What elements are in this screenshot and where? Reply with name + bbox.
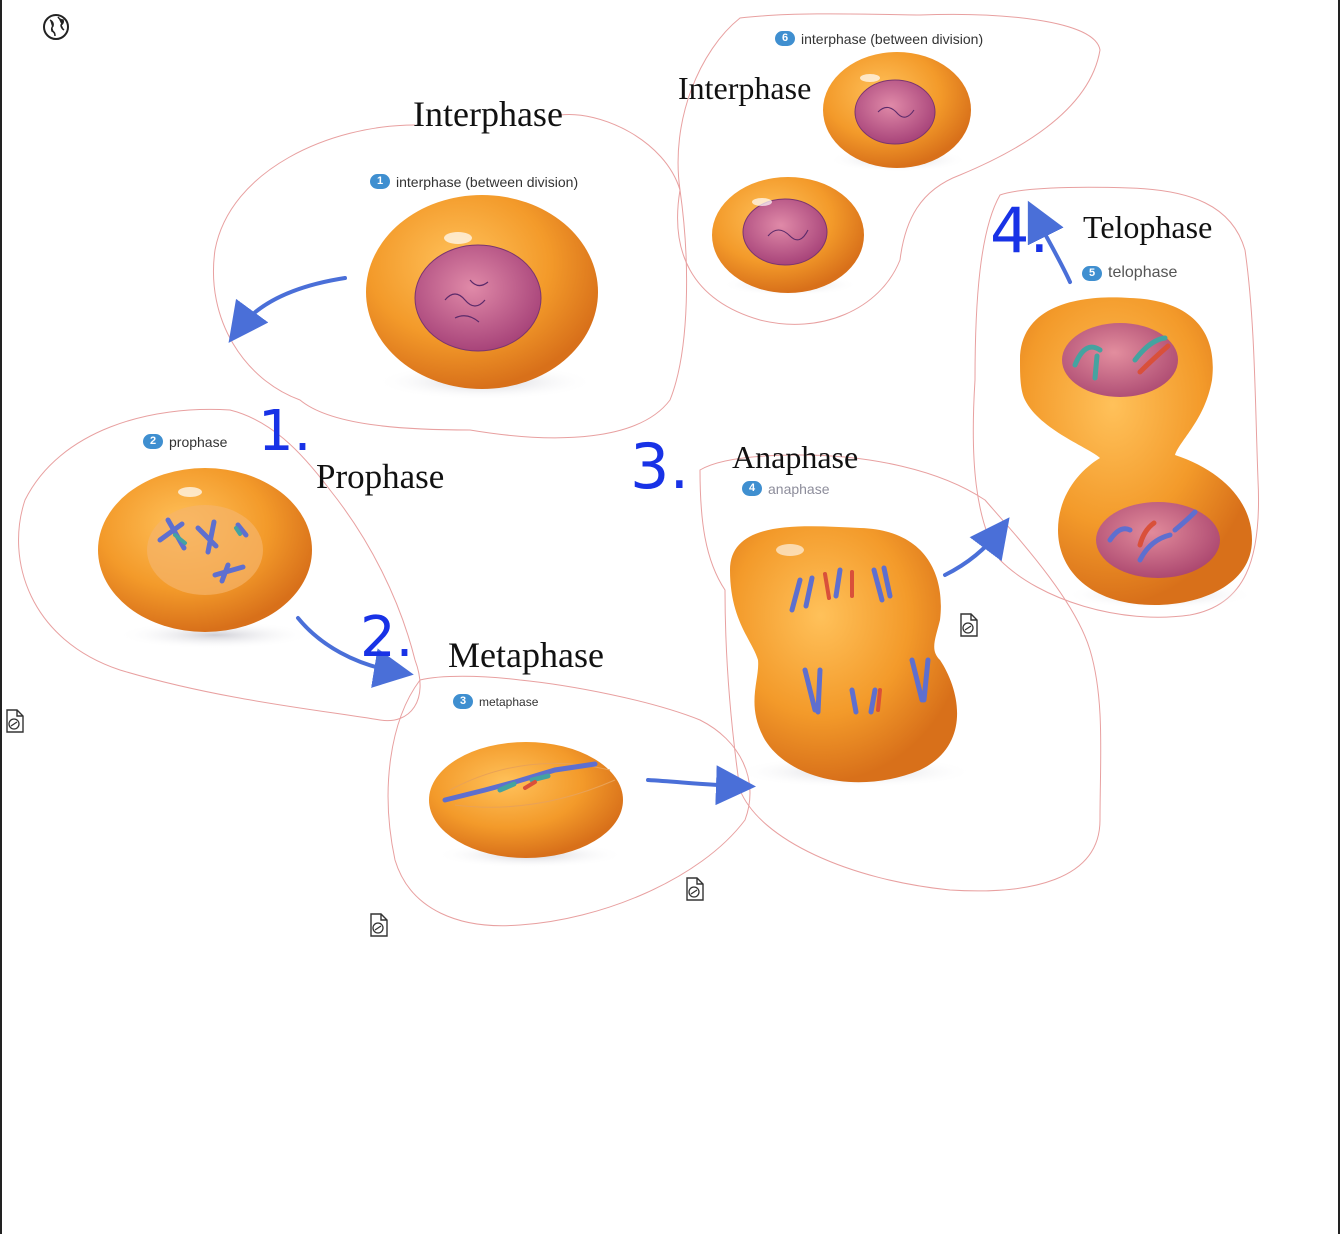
caption-text: interphase (between division) <box>396 175 578 189</box>
caption-interphase-daughters: 6 interphase (between division) <box>775 31 983 46</box>
interphase-cell <box>366 195 598 400</box>
arrow-interphase-to-prophase <box>238 278 345 330</box>
step-number-badge: 5 <box>1082 266 1102 281</box>
step-number-badge: 4 <box>742 481 762 496</box>
caption-text: prophase <box>169 435 227 449</box>
caption-text: anaphase <box>768 482 830 496</box>
step-number-badge: 3 <box>453 694 473 709</box>
interphase-daughter-cell-bottom <box>712 177 864 296</box>
arrow-metaphase-to-anaphase <box>648 780 740 786</box>
telophase-cell <box>1020 297 1255 609</box>
document-icon[interactable] <box>958 612 980 638</box>
caption-text: telophase <box>1108 265 1177 281</box>
caption-telophase: 5 telophase <box>1082 265 1177 281</box>
handwritten-number-anaphase: 3. <box>630 436 689 498</box>
step-number-badge: 1 <box>370 174 390 189</box>
caption-metaphase: 3 metaphase <box>453 694 538 709</box>
metaphase-cell <box>429 742 625 868</box>
globe-icon[interactable] <box>42 13 70 41</box>
handwritten-number-telophase: 4. <box>990 200 1049 262</box>
interphase-daughter-cell-top <box>823 52 971 172</box>
caption-text: metaphase <box>479 696 538 708</box>
label-prophase: Prophase <box>316 459 444 494</box>
caption-prophase: 2 prophase <box>143 434 227 449</box>
prophase-cell <box>98 468 313 649</box>
document-icon[interactable] <box>684 876 706 902</box>
label-telophase: Telophase <box>1083 211 1212 243</box>
label-anaphase: Anaphase <box>732 441 858 473</box>
caption-anaphase: 4 anaphase <box>742 481 830 496</box>
handwritten-number-prophase: 1. <box>258 404 311 460</box>
label-interphase-main: Interphase <box>413 96 563 132</box>
document-icon[interactable] <box>4 708 26 734</box>
arrow-anaphase-to-telophase <box>945 530 1000 575</box>
label-metaphase: Metaphase <box>448 637 604 673</box>
caption-interphase-main: 1 interphase (between division) <box>370 174 578 189</box>
step-number-badge: 2 <box>143 434 163 449</box>
document-icon[interactable] <box>368 912 390 938</box>
handwritten-number-metaphase: 2. <box>360 610 413 666</box>
caption-text: interphase (between division) <box>801 32 983 46</box>
step-number-badge: 6 <box>775 31 795 46</box>
anaphase-cell <box>730 526 975 788</box>
label-interphase-daughters: Interphase <box>678 72 811 104</box>
